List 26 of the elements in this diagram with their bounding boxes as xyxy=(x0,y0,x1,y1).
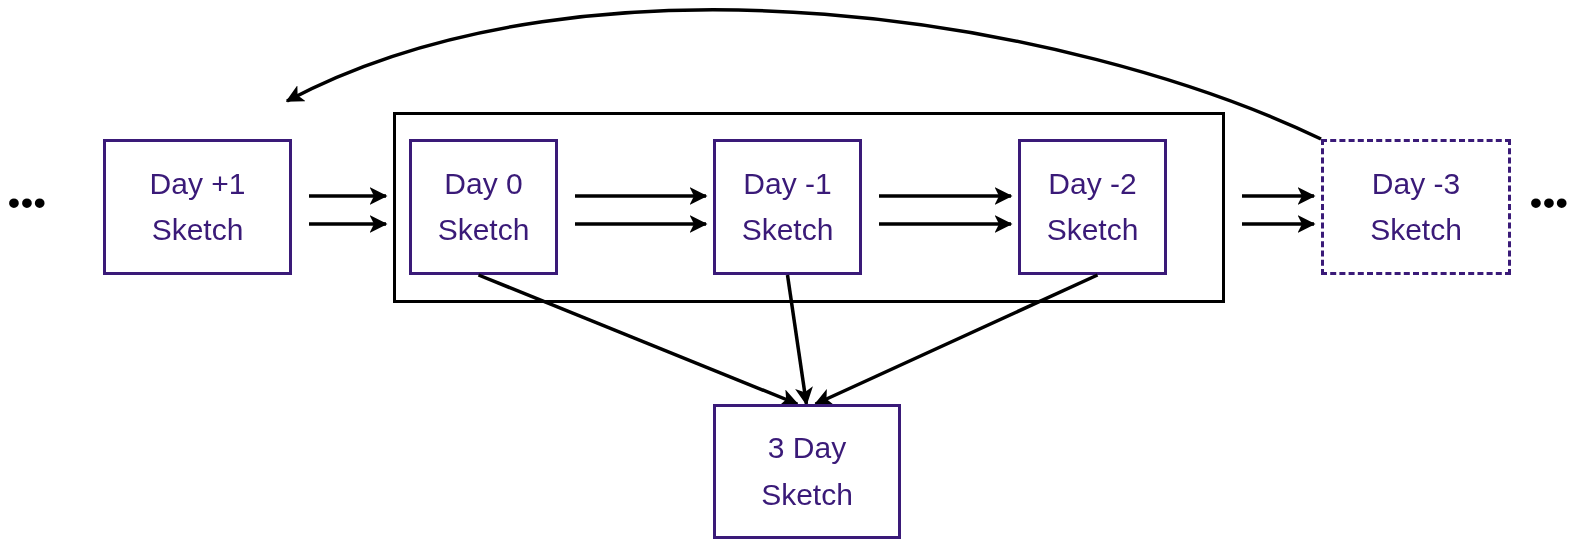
arrow xyxy=(309,187,388,205)
box-label: Day +1 Sketch xyxy=(148,165,247,248)
ellipsis: ••• xyxy=(1530,183,1569,222)
sketch-box xyxy=(1321,139,1511,275)
box-label: Day 0 Sketch xyxy=(436,165,531,248)
box-label: 3 Day Sketch xyxy=(760,430,854,513)
sketch-box xyxy=(713,139,862,275)
sketch-box xyxy=(409,139,558,275)
group-frame xyxy=(393,112,1225,303)
arrow xyxy=(1242,187,1316,205)
arrow xyxy=(285,8,1322,141)
box-label: Day -3 Sketch xyxy=(1369,165,1463,248)
box-label: Day -1 Sketch xyxy=(740,165,835,248)
arrow xyxy=(1242,215,1316,233)
sketch-box xyxy=(713,404,901,539)
arrow xyxy=(879,215,1013,233)
sketch-box xyxy=(103,139,292,275)
arrow xyxy=(309,215,388,233)
arrow xyxy=(785,274,813,406)
arrow xyxy=(879,187,1013,205)
sketch-box xyxy=(1018,139,1167,275)
arrow xyxy=(814,273,1099,406)
arrow xyxy=(575,215,708,233)
box-label: Day -2 Sketch xyxy=(1045,165,1140,248)
ellipsis: ••• xyxy=(8,183,47,222)
arrow xyxy=(575,187,708,205)
